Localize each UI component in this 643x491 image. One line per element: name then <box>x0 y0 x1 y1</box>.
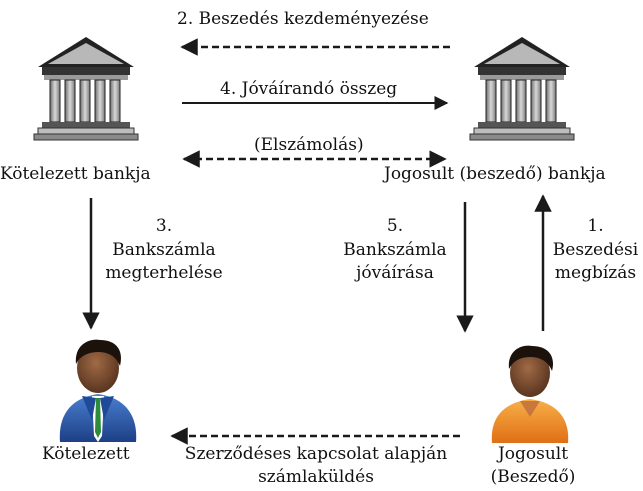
payee-label-line1: Jogosult <box>497 444 569 464</box>
contract-line1: Szerződéses kapcsolat alapján <box>184 444 448 464</box>
contract-line2: számlaküldés <box>258 467 374 487</box>
step3-line1: Bankszámla <box>112 240 216 260</box>
step1-line2: megbízás <box>554 263 637 283</box>
step5-line1: Bankszámla <box>343 240 447 260</box>
clearing-label: (Elszámolás) <box>254 135 364 155</box>
obligor-bank-label: Kötelezett bankja <box>0 164 151 184</box>
person-orange-shirt-icon <box>491 345 569 443</box>
obligor-label: Kötelezett <box>42 444 130 464</box>
step3-number: 3. <box>155 216 173 236</box>
step5-number: 5. <box>386 216 404 236</box>
payee-bank-label: Jogosult (beszedő) bankja <box>384 164 606 184</box>
step5-line2: jóváírása <box>356 263 434 283</box>
step1-line1: Beszedési <box>552 240 639 260</box>
step4-label: 4. Jóváírandó összeg <box>220 79 398 99</box>
bank-building-icon <box>469 37 575 141</box>
payee-label-line2: (Beszedő) <box>490 467 576 487</box>
step2-label: 2. Beszedés kezdeményezése <box>177 9 429 29</box>
bank-building-icon <box>33 37 139 141</box>
step1-number: 1. <box>587 216 604 236</box>
person-blue-suit-icon <box>59 339 137 442</box>
step3-line2: megterhelése <box>105 263 223 283</box>
